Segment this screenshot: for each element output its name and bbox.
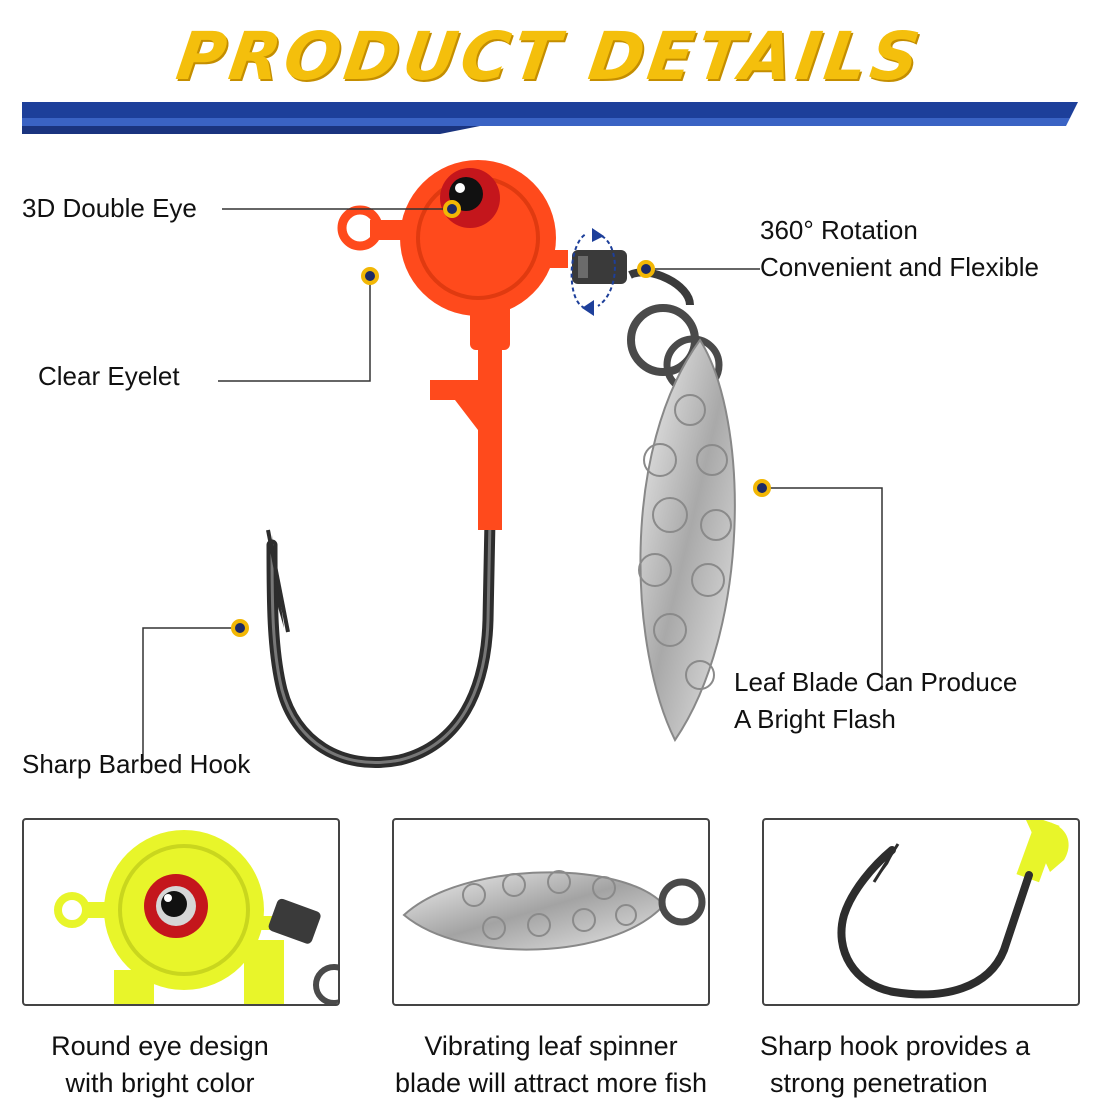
callout-eyelet: Clear Eyelet — [38, 361, 180, 391]
feature-caption-blade-line2: blade will attract more fish — [394, 1068, 708, 1098]
fishing-jig-icon — [266, 160, 723, 769]
feature-panel-eye — [22, 818, 340, 1006]
callout-barbed-hook: Sharp Barbed Hook — [22, 749, 251, 779]
callout-blade-line2: A Bright Flash — [734, 704, 896, 734]
callout-rotation-title: 360° Rotation — [760, 215, 918, 245]
barbed-hook-icon — [837, 820, 1069, 999]
chartreuse-jig-head-icon — [54, 830, 338, 1004]
spinner-blade-icon — [638, 338, 736, 742]
feature-panel-hook — [762, 818, 1080, 1006]
callout-blade-line1: Leaf Blade Can Produce — [734, 667, 1018, 697]
rotation-arrows-icon — [570, 228, 616, 316]
callout-rotation-desc: Convenient and Flexible — [760, 252, 1039, 282]
callout-double-eye: 3D Double Eye — [22, 193, 197, 223]
callout-lines — [142, 200, 883, 762]
feature-caption-eye-line2: with bright color — [65, 1068, 255, 1098]
feature-caption-eye-line1: Round eye design — [51, 1031, 269, 1061]
feature-caption-blade-line1: Vibrating leaf spinner — [424, 1031, 678, 1061]
spinner-blade-icon — [402, 870, 706, 951]
feature-caption-hook-line2: strong penetration — [770, 1068, 988, 1098]
feature-caption-hook-line1: Sharp hook provides a — [760, 1031, 1031, 1061]
feature-panel-blade — [392, 818, 710, 1006]
